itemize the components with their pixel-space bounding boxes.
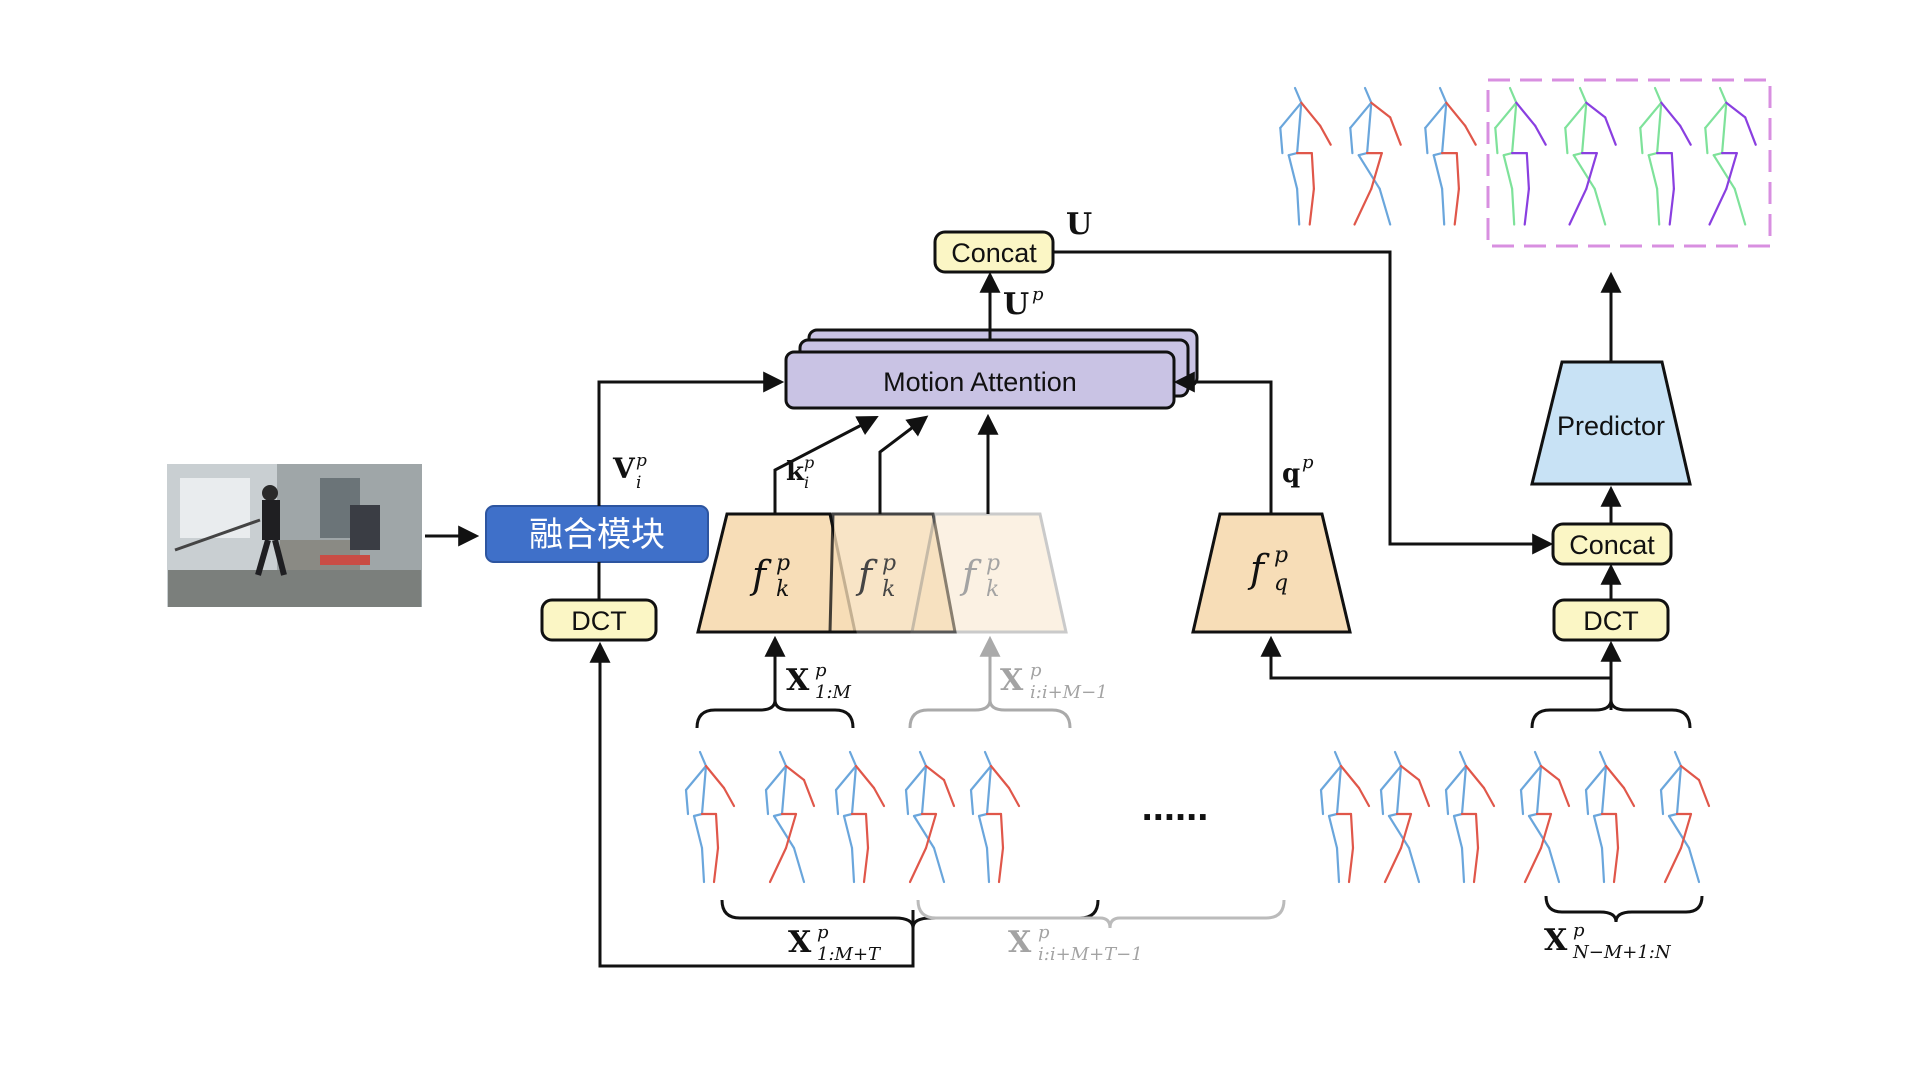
prediction-box bbox=[1486, 78, 1772, 248]
query-to-attention-arrow bbox=[1173, 371, 1273, 514]
svg-text:p: p bbox=[1038, 922, 1050, 943]
dct-left: DCT bbox=[540, 598, 658, 642]
label-x-1-mt: X p 1:M+T bbox=[788, 922, 882, 965]
brace-x-i-m bbox=[908, 699, 1072, 729]
input-skeleton bbox=[684, 750, 736, 884]
svg-text:X: X bbox=[1008, 925, 1032, 960]
svg-text:X: X bbox=[1000, 663, 1024, 698]
svg-text:p: p bbox=[1573, 920, 1585, 941]
dct-left-label: DCT bbox=[571, 606, 627, 636]
svg-text:p: p bbox=[804, 453, 814, 472]
svg-text:k: k bbox=[786, 457, 805, 487]
last-input-to-query-arrow bbox=[1260, 635, 1611, 680]
fusion-module-label: 融合模块 bbox=[529, 515, 665, 555]
svg-text:q: q bbox=[1274, 571, 1288, 596]
label-v-i-p: V p i bbox=[612, 451, 647, 493]
concat-right: Concat bbox=[1551, 522, 1673, 566]
svg-text:k: k bbox=[986, 577, 999, 602]
svg-text:N−M+1:N: N−M+1:N bbox=[1572, 942, 1672, 963]
svg-text:p: p bbox=[1274, 543, 1288, 568]
svg-text:i: i bbox=[804, 473, 809, 492]
key2-to-attention-arrow bbox=[878, 415, 929, 514]
history-skeleton bbox=[1279, 86, 1332, 226]
ellipsis: ...... bbox=[1142, 785, 1209, 829]
key-encoder-3: f p k bbox=[910, 512, 1068, 634]
history-skeleton bbox=[1349, 86, 1402, 226]
brace-last-m bbox=[1530, 699, 1692, 729]
brace-last-n bbox=[1544, 895, 1704, 923]
svg-text:p: p bbox=[815, 660, 827, 681]
u-to-concat-right-arrow bbox=[1053, 250, 1554, 555]
svg-text:p: p bbox=[636, 451, 647, 471]
concat-top: Concat bbox=[933, 230, 1055, 274]
svg-text:X: X bbox=[1544, 923, 1568, 958]
fusion-module-box bbox=[485, 505, 709, 563]
predicted-skeleton bbox=[1639, 86, 1692, 226]
svg-text:p: p bbox=[817, 922, 829, 943]
input-skeleton bbox=[1519, 750, 1571, 884]
concat-right-label: Concat bbox=[1569, 530, 1655, 560]
key1-to-attention-arrow bbox=[773, 416, 879, 514]
predicted-skeleton bbox=[1494, 86, 1547, 226]
svg-text:k: k bbox=[776, 577, 789, 602]
fusion-to-attention-arrow bbox=[597, 371, 785, 506]
label-x-1-m: X p 1:M bbox=[786, 660, 852, 703]
fusion-module: 融合模块 bbox=[485, 505, 709, 563]
query-encoder: f p q bbox=[1191, 512, 1352, 634]
input-skeleton bbox=[1319, 750, 1371, 884]
label-u: U bbox=[1066, 207, 1092, 242]
predictor-label: Predictor bbox=[1557, 411, 1665, 441]
input-skeleton bbox=[904, 750, 956, 884]
predictor: Predictor bbox=[1530, 360, 1692, 486]
label-q-p: q p bbox=[1282, 452, 1314, 489]
input-to-dct-line bbox=[589, 641, 915, 968]
label-u-p: U p bbox=[1003, 284, 1044, 322]
input-skeleton bbox=[969, 750, 1021, 884]
dct-right-label: DCT bbox=[1583, 606, 1639, 636]
input-skeleton bbox=[1379, 750, 1431, 884]
label-x-i-mt: X p i:i+M+T−1 bbox=[1008, 922, 1143, 965]
history-skeleton bbox=[1424, 86, 1477, 226]
svg-text:p: p bbox=[882, 551, 896, 576]
svg-text:1:M+T: 1:M+T bbox=[817, 944, 882, 965]
svg-text:X: X bbox=[786, 663, 810, 698]
svg-text:i: i bbox=[636, 473, 641, 493]
scene-image bbox=[167, 464, 422, 607]
svg-text:k: k bbox=[882, 577, 895, 602]
motion-attention-label: Motion Attention bbox=[883, 367, 1077, 397]
output-skeleton-sequence bbox=[1279, 86, 1757, 226]
key-encoder-2: f p k bbox=[828, 512, 957, 634]
brace-x-1-m bbox=[695, 699, 855, 729]
input-skeleton bbox=[1584, 750, 1636, 884]
input-skeleton-sequence bbox=[684, 750, 1711, 884]
input-skeleton bbox=[834, 750, 886, 884]
svg-text:p: p bbox=[1030, 660, 1042, 681]
svg-text:i:i+M−1: i:i+M−1 bbox=[1030, 682, 1108, 703]
input-skeleton bbox=[764, 750, 816, 884]
label-x-n-m: X p N−M+1:N bbox=[1544, 920, 1672, 963]
svg-text:i:i+M+T−1: i:i+M+T−1 bbox=[1038, 944, 1143, 965]
svg-text:U: U bbox=[1003, 287, 1029, 322]
svg-text:p: p bbox=[1032, 284, 1044, 305]
label-x-i-m: X p i:i+M−1 bbox=[1000, 660, 1108, 703]
svg-text:p: p bbox=[776, 551, 790, 576]
input-skeleton bbox=[1444, 750, 1496, 884]
input-skeleton bbox=[1659, 750, 1711, 884]
predicted-skeleton bbox=[1564, 86, 1617, 226]
dct-right: DCT bbox=[1552, 598, 1670, 642]
svg-text:q: q bbox=[1282, 459, 1300, 489]
brace-x-i-mt bbox=[916, 899, 1286, 929]
svg-text:p: p bbox=[986, 551, 1000, 576]
label-k-i-p: k p i bbox=[786, 453, 814, 492]
svg-text:X: X bbox=[788, 925, 812, 960]
motion-attention-stack: Motion Attention bbox=[784, 328, 1199, 410]
svg-text:V: V bbox=[612, 452, 636, 485]
svg-text:p: p bbox=[1302, 452, 1314, 473]
svg-text:1:M: 1:M bbox=[815, 682, 852, 703]
predicted-skeleton bbox=[1704, 86, 1757, 226]
concat-top-label: Concat bbox=[951, 238, 1037, 268]
